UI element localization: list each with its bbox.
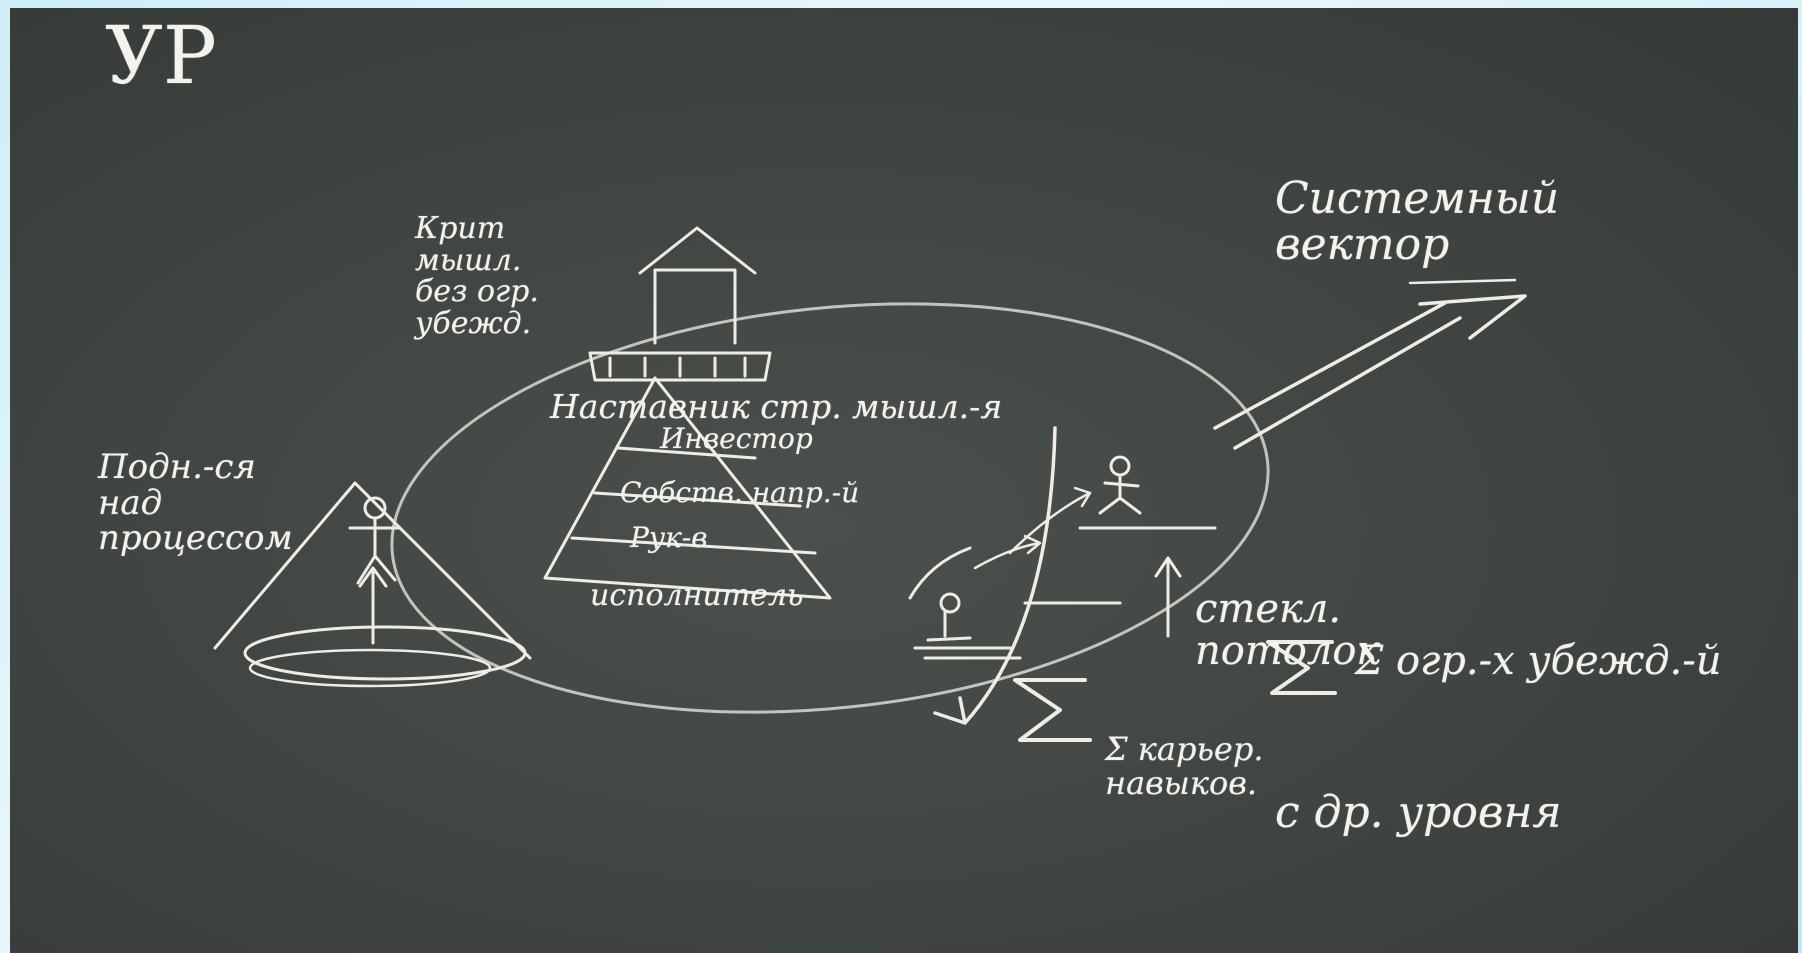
glass-ceiling-label: стекл. потолок xyxy=(1195,586,1381,674)
other-level-label: с др. уровня xyxy=(1275,787,1562,838)
stick-figure-icon xyxy=(348,496,402,585)
pyramid-executor-label: исполнитель xyxy=(590,578,804,613)
stick-figure-icon xyxy=(908,546,1012,650)
sum-sign-icon xyxy=(1266,640,1337,695)
underline xyxy=(1408,278,1517,285)
rise-above-label: Подн.-ся над процессом xyxy=(98,447,293,559)
arrow-icon xyxy=(973,534,1042,570)
sum-skills-label: Σ карьер. навыков. xyxy=(1105,730,1264,802)
system-vector-label: Системный вектор xyxy=(1275,173,1560,271)
critical-thinking-label: Крит мышл. без огр. убежд. xyxy=(415,211,539,341)
pyramid-owner-label: Собств. напр.-й xyxy=(620,476,860,509)
arrow-icon xyxy=(1154,556,1182,638)
pyramid-icon xyxy=(543,226,832,600)
arrow-icon xyxy=(933,426,1057,725)
stick-figure-icon xyxy=(1078,455,1217,530)
ellipse-orbit-icon xyxy=(390,302,1270,714)
pyramid-investor-label: Инвестор xyxy=(660,422,813,455)
sum-beliefs-label: Σ огр.-х убежд.-й xyxy=(1355,638,1722,684)
chalk-drawing xyxy=(213,226,1527,742)
sum-sign-icon xyxy=(1013,678,1092,742)
pyramid-manager-label: Рук-в xyxy=(630,521,708,554)
corner-title: УР xyxy=(105,9,217,102)
arrow-icon xyxy=(1008,486,1092,555)
arrow-icon xyxy=(1213,294,1527,450)
chalkboard: УР Системный вектор Крит мышл. без огр. … xyxy=(10,8,1798,953)
mentor-label: Наставник стр. мышл.-я xyxy=(550,387,1003,426)
cone-icon xyxy=(213,481,532,688)
